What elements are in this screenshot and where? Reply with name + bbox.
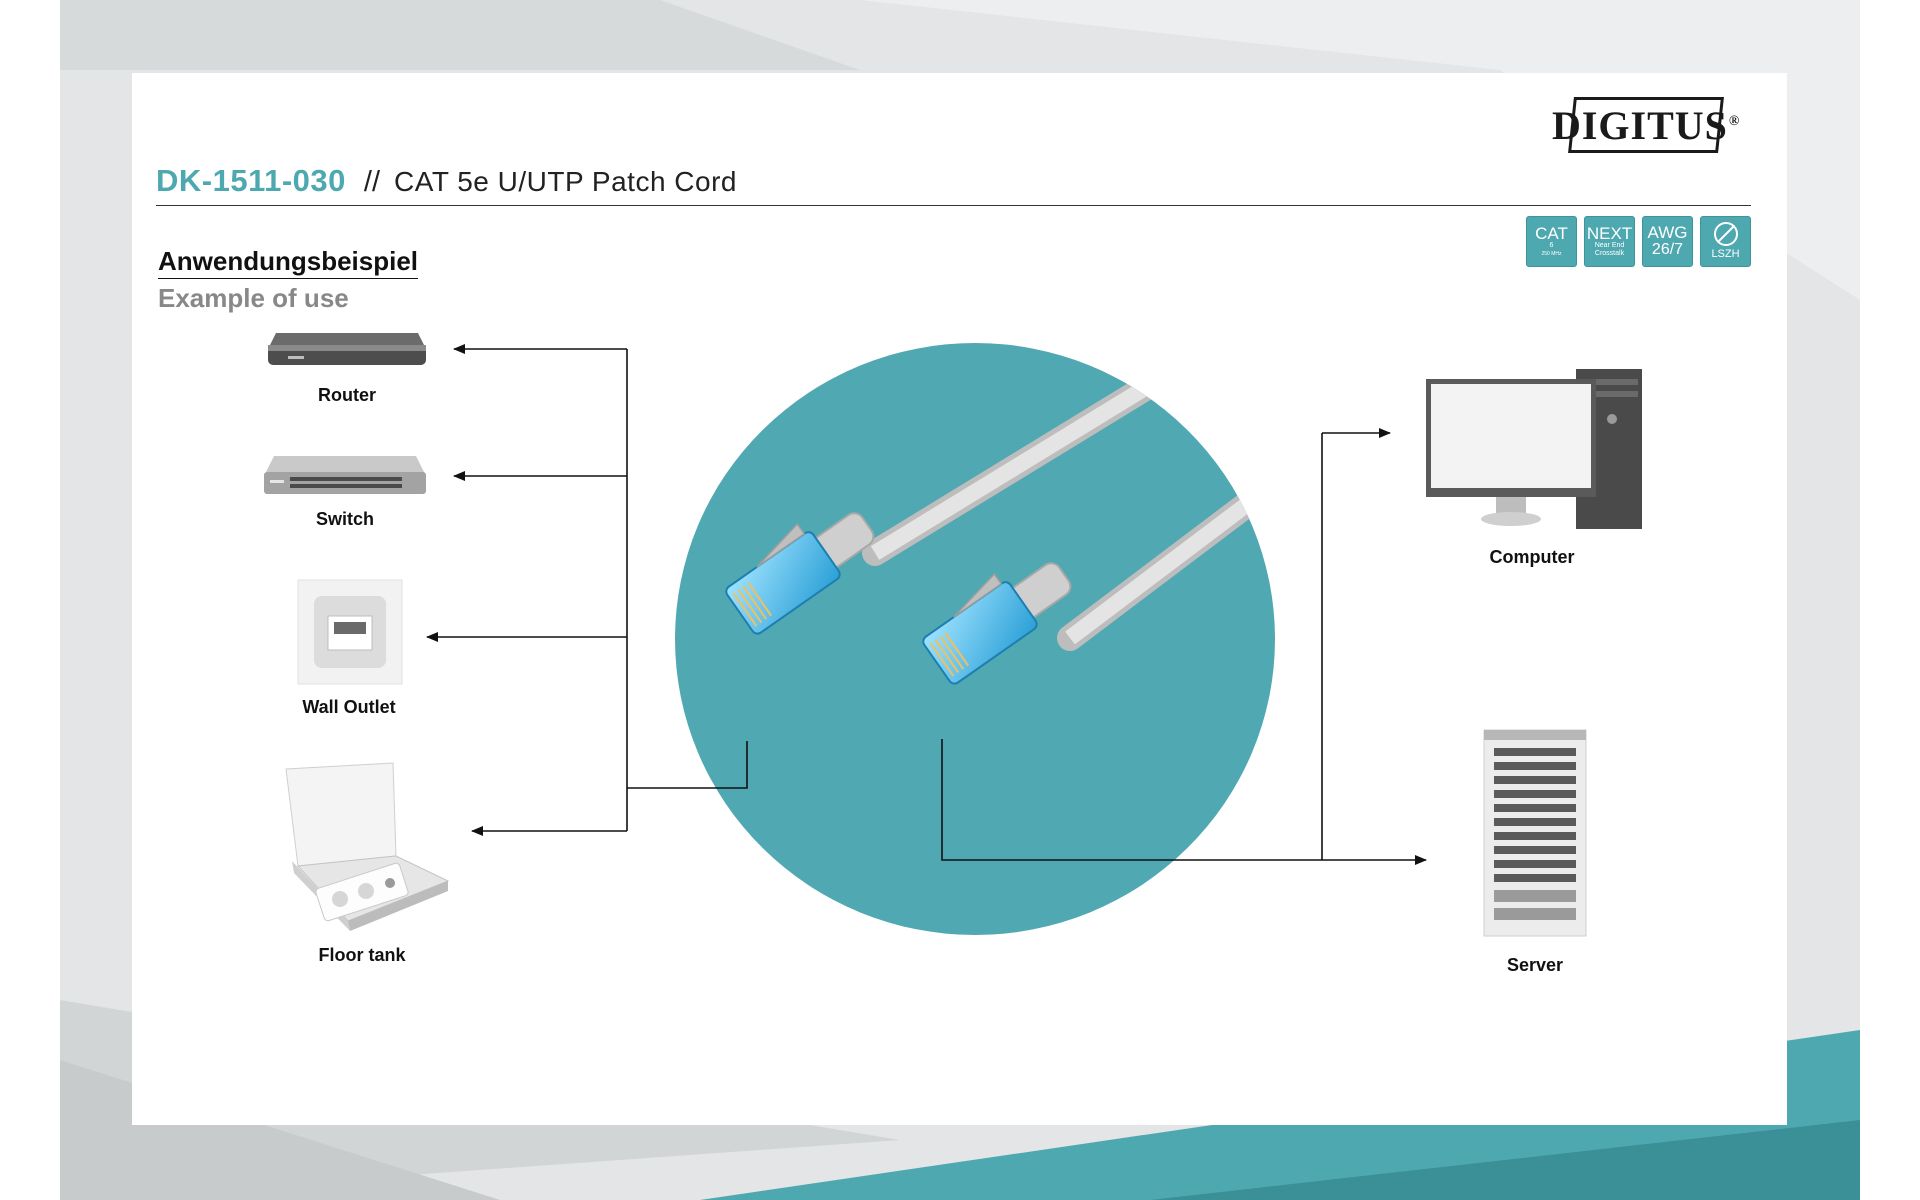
lszh-icon: [1713, 222, 1738, 246]
label-floor-tank: Floor tank: [318, 945, 406, 965]
feature-badges: CAT 6 250 MHz NEXT Near End Crosstalk AW…: [1526, 216, 1751, 267]
model-number: DK-1511-030: [156, 163, 346, 198]
product-name: CAT 5e U/UTP Patch Cord: [394, 166, 737, 197]
title-separator: //: [363, 166, 381, 198]
heading-german: Anwendungsbeispiel: [158, 246, 419, 279]
badge-cat: CAT 6 250 MHz: [1526, 216, 1577, 267]
connection-lines: [426, 344, 1427, 865]
wall-outlet-icon: [297, 579, 403, 685]
heading-english: Example of use: [158, 283, 349, 313]
router-icon: [268, 333, 426, 365]
badge-lszh: LSZH: [1700, 216, 1751, 267]
label-server: Server: [1506, 955, 1564, 975]
label-wall-outlet: Wall Outlet: [302, 697, 396, 717]
badge-awg: AWG 26/7: [1642, 216, 1693, 267]
floor-tank-icon: [285, 762, 450, 931]
title-rule: [156, 205, 1751, 206]
label-switch: Switch: [315, 509, 374, 529]
label-computer: Computer: [1489, 547, 1575, 567]
server-icon: [1483, 729, 1587, 937]
patch-cord-image: [725, 343, 1275, 685]
content-card: DIGITUS® DK-1511-030//CAT 5e U/UTP Patch…: [132, 73, 1787, 1125]
switch-icon: [264, 456, 426, 494]
title-row: DK-1511-030 // CAT 5e U/UTP Patch Cord: [156, 163, 737, 199]
badge-next: NEXT Near End Crosstalk: [1584, 216, 1635, 267]
computer-icon: [1426, 369, 1642, 529]
label-router: Router: [318, 385, 376, 405]
